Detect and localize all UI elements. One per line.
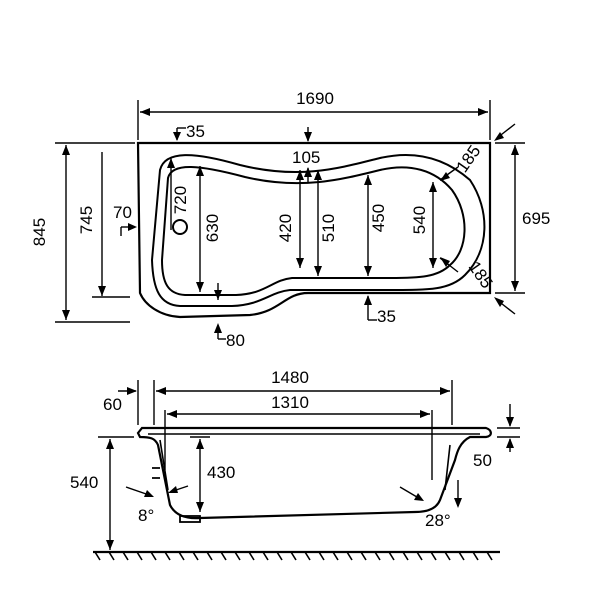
arrow-head: [214, 323, 222, 333]
dim-label-60: 60: [103, 395, 122, 414]
arrow-head: [494, 297, 504, 307]
arrow-head: [196, 502, 204, 512]
side-view: 1480 1310 60 50 540 430 8°: [70, 368, 520, 561]
arrow-head: [106, 540, 114, 550]
dim-label-35-top: 35: [186, 122, 205, 141]
floor-hatching: [94, 551, 493, 561]
arrow-head: [296, 170, 304, 180]
plan-waste-outlet: [172, 219, 188, 235]
arrow-head: [429, 182, 437, 192]
arrow-head: [62, 310, 70, 320]
dim-label-630: 630: [203, 214, 222, 242]
arrow-head: [173, 132, 181, 141]
dim-label-450: 450: [369, 204, 388, 232]
arrow-head: [494, 132, 504, 141]
arrow-head: [196, 439, 204, 449]
arrow-head: [156, 387, 166, 395]
dim-label-50: 50: [473, 451, 492, 470]
dim-label-1690: 1690: [296, 89, 334, 108]
dim-label-1480: 1480: [271, 368, 309, 387]
plan-inner-rim: [150, 153, 486, 307]
arrow-head: [314, 170, 322, 180]
dim-label-540-side: 540: [70, 473, 98, 492]
arrow-head: [314, 266, 322, 276]
dim-label-720: 720: [171, 186, 190, 214]
arrow-head: [106, 439, 114, 449]
arrow-head: [440, 172, 450, 181]
arrow-head: [62, 145, 70, 155]
arrow-head: [414, 493, 424, 501]
arrow-head: [144, 490, 154, 497]
arrow-head: [511, 281, 519, 291]
arrow-head: [196, 166, 204, 176]
arrow-head: [167, 410, 177, 418]
arrow-head: [168, 486, 178, 493]
arrow-head: [304, 167, 312, 177]
dim-label-28-degrees: 28°: [425, 511, 451, 530]
arrow-head: [196, 282, 204, 292]
arrow-head: [506, 417, 514, 427]
side-foot: [179, 515, 201, 523]
arrow-head: [364, 266, 372, 276]
arrow-head: [128, 223, 137, 231]
dim-label-1310: 1310: [271, 393, 309, 412]
plan-outer-outline: [136, 141, 492, 319]
arrow-head: [420, 410, 430, 418]
arrow-head: [140, 108, 150, 116]
arrow-head: [304, 132, 312, 142]
side-small-feet: [152, 467, 160, 479]
arrow-head: [364, 175, 372, 185]
arrow-head: [127, 387, 137, 395]
dim-label-430: 430: [207, 463, 235, 482]
dim-label-745: 745: [77, 206, 96, 234]
plan-basin-outline: [160, 166, 466, 296]
arrow-head: [478, 108, 488, 116]
arrow-head: [440, 387, 450, 395]
plan-view: 1690 845 745 695 35 105 70 720: [30, 89, 550, 350]
dim-label-845: 845: [30, 218, 49, 246]
dim-label-510: 510: [319, 214, 338, 242]
arrow-head: [296, 258, 304, 268]
side-bath-outline: [136, 426, 492, 520]
dim-label-540-plan: 540: [410, 206, 429, 234]
dim-label-105: 105: [292, 148, 320, 167]
dim-label-420: 420: [276, 214, 295, 242]
arrow-head: [506, 438, 514, 448]
dim-label-185-bottom: 185: [465, 258, 497, 292]
arrow-head: [167, 158, 175, 168]
dim-label-35-bottom: 35: [377, 307, 396, 326]
arrow-head: [429, 258, 437, 268]
dim-label-80: 80: [226, 331, 245, 350]
arrow-head: [364, 295, 372, 305]
dim-label-695: 695: [522, 209, 550, 228]
dim-label-8-degrees: 8°: [138, 506, 154, 525]
arrow-head: [454, 498, 462, 508]
arrow-head: [511, 145, 519, 155]
dim-label-70: 70: [113, 203, 132, 222]
arrow-head: [214, 290, 222, 300]
arrow-head: [440, 257, 450, 267]
arrow-head: [98, 286, 106, 296]
side-inner-wall: [159, 439, 451, 491]
